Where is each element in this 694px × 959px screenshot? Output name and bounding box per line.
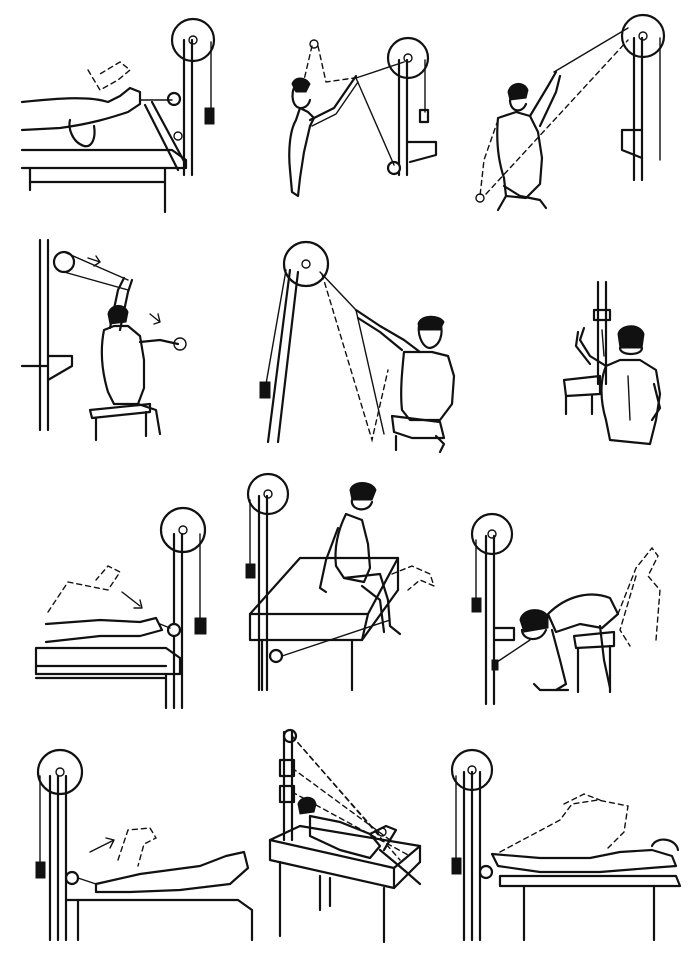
panel-supine-hip-flexion-pulley	[450, 748, 682, 942]
panel-standing-arm-pull-wall-pulley	[288, 36, 438, 198]
panel-seated-arm-raise-floor-pulley	[259, 240, 456, 454]
panel-prone-table-knee-flexion	[268, 728, 422, 944]
pulley-wheel-icon	[470, 512, 514, 556]
panel-supine-knee-flexion-pulley	[34, 506, 207, 710]
panel-seated-arm-raise-overhead-pulley	[475, 13, 666, 212]
panel-prone-leg-lift-pulley	[35, 748, 254, 942]
panel-seated-trunk-flexion-pulley	[470, 512, 661, 706]
pulley-wheel-icon	[282, 728, 298, 744]
pulley-wheel-icon	[282, 240, 330, 288]
panel-leg-raise-supine-pulley-foot	[20, 17, 216, 214]
weight-block-icon	[204, 107, 215, 125]
panel-seated-arm-pull-wall-pulley-back-view	[20, 238, 187, 442]
panel-seated-table-knee-extension	[245, 472, 436, 692]
panel-seated-back-view-arm-curl	[562, 280, 662, 446]
pulley-wheel-icon	[36, 748, 84, 796]
